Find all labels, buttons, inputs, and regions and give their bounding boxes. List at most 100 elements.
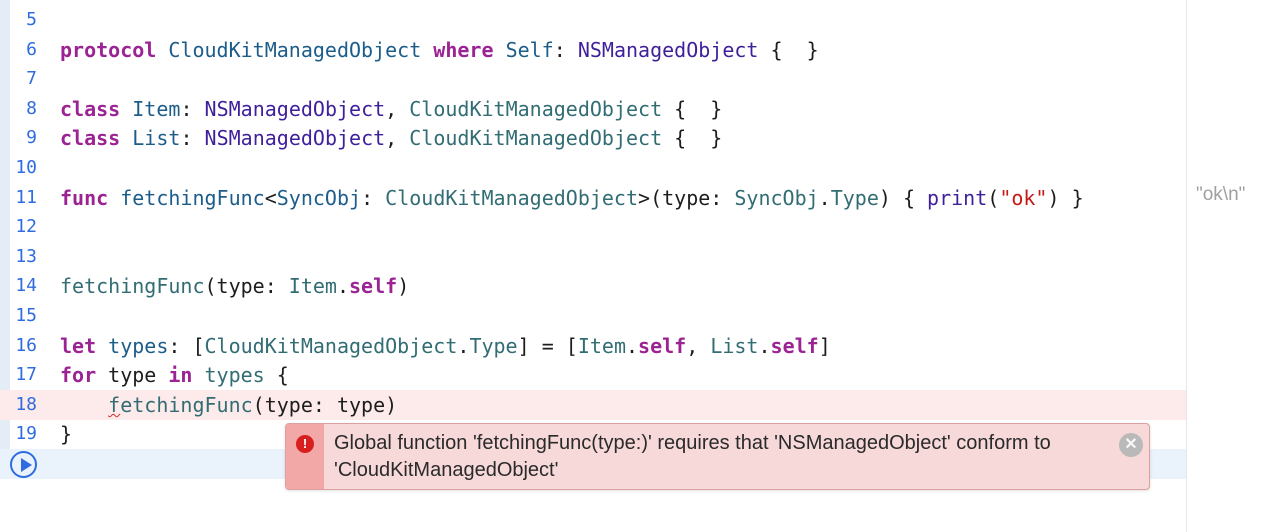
code-token: ]	[818, 333, 831, 358]
code-token: CloudKitManagedObject	[385, 185, 639, 210]
code-token: )	[397, 274, 410, 299]
code-token: ] = [	[517, 333, 578, 358]
code-text: }	[60, 419, 72, 449]
error-icon: !	[296, 435, 314, 453]
code-token: ,	[385, 126, 410, 151]
code-token	[96, 334, 108, 358]
line-number: 17	[15, 364, 37, 386]
error-strip: !	[286, 424, 324, 489]
code-line[interactable]: 9 class List: NSManagedObject, CloudKitMa…	[0, 123, 1186, 153]
code-token: func	[60, 185, 109, 210]
line-number: 10	[15, 157, 37, 178]
code-token: >(type:	[638, 185, 735, 210]
code-token: CloudKitManagedObject	[168, 37, 422, 62]
code-token: List	[132, 126, 181, 151]
code-token: :	[361, 185, 386, 210]
code-token: for	[60, 363, 97, 388]
code-token: NSManagedObject	[577, 37, 759, 62]
code-token: :	[180, 96, 205, 121]
code-token: type	[96, 363, 169, 388]
code-token: "ok"	[999, 185, 1048, 210]
code-token: NSManagedObject	[204, 126, 386, 151]
code-text: protocol CloudKitManagedObject where Sel…	[60, 35, 819, 65]
code-text: func fetchingFunc< SyncObj: CloudKitManag…	[60, 183, 1084, 213]
code-token: }	[60, 422, 73, 447]
line-number: 16	[15, 334, 37, 356]
code-text: fetchingFunc(type: type)	[60, 390, 397, 420]
code-token: { }	[662, 96, 723, 121]
code-token: let	[60, 333, 97, 358]
code-token: types	[108, 333, 169, 358]
code-token: .	[457, 333, 470, 358]
code-line[interactable]: 5	[0, 5, 1186, 35]
code-token: (type:	[204, 274, 289, 299]
code-line[interactable]: 19}	[0, 419, 1186, 449]
code-token: CloudKitManagedObject	[204, 333, 458, 358]
code-token: ) }	[1047, 185, 1084, 210]
code-token: :	[553, 37, 578, 62]
line-number: 19	[15, 423, 37, 445]
code-line[interactable]: 13	[0, 242, 1186, 272]
code-line[interactable]: 18 fetchingFunc(type: type)	[0, 389, 1186, 420]
line-number: 8	[26, 97, 37, 119]
code-token: self	[638, 333, 687, 358]
code-line[interactable]: 7	[0, 64, 1186, 94]
code-token: types	[204, 363, 265, 388]
code-token: <	[264, 185, 277, 210]
code-line[interactable]: 12	[0, 212, 1186, 242]
line-number: 18	[15, 393, 37, 415]
code-token: ,	[686, 333, 711, 358]
code-token: Item	[132, 96, 181, 121]
code-token	[421, 38, 433, 62]
code-line[interactable]: 15	[0, 301, 1186, 331]
code-token: .	[626, 333, 639, 358]
code-token	[120, 126, 132, 150]
code-token: { }	[662, 126, 723, 151]
code-token: f	[108, 392, 121, 417]
code-token: print	[927, 185, 988, 210]
code-token: .	[336, 274, 350, 299]
code-token: {	[264, 363, 289, 388]
code-line[interactable]: 8 class Item: NSManagedObject, CloudKitMa…	[0, 94, 1186, 124]
code-token: SyncObj	[734, 185, 819, 210]
line-number: 14	[15, 275, 37, 297]
code-token: self	[349, 274, 398, 299]
line-number: 5	[26, 9, 37, 30]
code-token: ) {	[878, 185, 928, 210]
error-message: Global function 'fetchingFunc(type:)' re…	[334, 432, 1051, 481]
code-token: (	[987, 185, 1000, 210]
code-line[interactable]: 10	[0, 153, 1186, 183]
error-popup: ! Global function 'fetchingFunc(type:)' …	[285, 423, 1150, 490]
code-token: : [	[168, 333, 205, 358]
code-token: NSManagedObject	[204, 96, 386, 121]
results-sidebar	[1186, 0, 1280, 532]
line-number: 9	[26, 127, 37, 149]
code-text: class Item: NSManagedObject, CloudKitMan…	[60, 94, 722, 124]
line-number-gutter	[0, 0, 10, 450]
code-text: for type in types {	[60, 360, 289, 390]
code-token: in	[168, 363, 193, 388]
code-token	[120, 97, 132, 121]
code-token	[494, 38, 506, 62]
code-token: Self	[505, 37, 554, 62]
code-token	[108, 186, 120, 210]
code-token: etchingFunc	[120, 392, 253, 417]
code-token: .	[758, 333, 771, 358]
code-token: { }	[758, 37, 819, 62]
code-token: Type	[830, 185, 879, 210]
code-line[interactable]: 17 for type in types {	[0, 360, 1186, 390]
code-token: (type: type)	[252, 392, 398, 417]
code-token: fetchingFunc	[120, 185, 265, 210]
code-token: fetchingFunc	[60, 274, 205, 299]
line-number: 13	[15, 245, 37, 267]
code-line[interactable]: 14 fetchingFunc(type: Item.self)	[0, 271, 1186, 301]
run-button[interactable]	[10, 451, 37, 478]
close-icon[interactable]: ✕	[1119, 433, 1143, 457]
code-token	[192, 363, 204, 387]
code-text: fetchingFunc(type: Item.self)	[60, 271, 409, 301]
code-text: class List: NSManagedObject, CloudKitMan…	[60, 123, 722, 153]
